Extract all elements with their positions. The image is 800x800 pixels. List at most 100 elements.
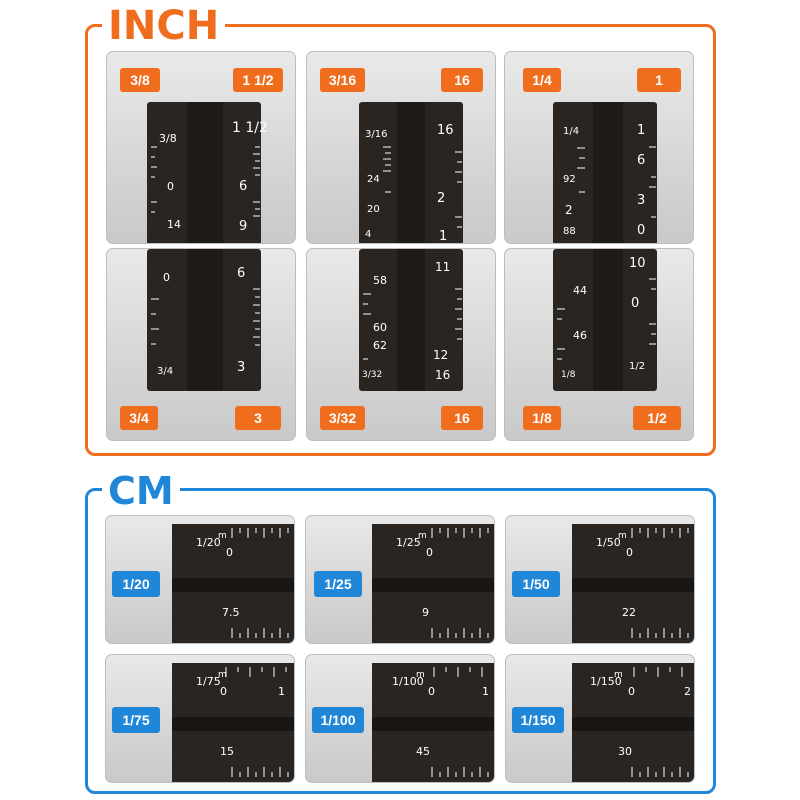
scale-ratio: 1/25 bbox=[396, 536, 421, 549]
ruler-photo: 1/25 m 0 9 bbox=[372, 524, 494, 643]
ruler-mark: 0 bbox=[167, 180, 174, 193]
scale-ratio: 1/20 bbox=[196, 536, 221, 549]
ruler-mark: 12 bbox=[433, 348, 448, 362]
cm-panel-3: 1/50 m 0 22 1/50 bbox=[505, 515, 695, 644]
ruler-mark: 2 bbox=[565, 203, 573, 217]
ruler-photo: 1/4 1 92 6 2 3 88 0 bbox=[553, 102, 657, 243]
inch-section bbox=[85, 24, 716, 456]
ruler-mark: 3/16 bbox=[365, 129, 387, 140]
scale-unit: m bbox=[218, 531, 227, 541]
scale-label-left: 1/8 bbox=[523, 406, 561, 430]
scale-number: 0 bbox=[226, 546, 233, 559]
ruler-mark: 1/2 bbox=[629, 361, 645, 372]
ruler-mark: 60 bbox=[373, 321, 387, 334]
scale-label-right: 16 bbox=[441, 68, 483, 92]
ruler-mark: 11 bbox=[435, 260, 450, 274]
scale-ratio: 1/50 bbox=[596, 536, 621, 549]
scale-number: 22 bbox=[622, 606, 636, 619]
ruler-mark: 88 bbox=[563, 226, 576, 237]
scale-unit: m bbox=[618, 531, 627, 541]
ruler-photo: 1/20 m 0 7.5 bbox=[172, 524, 294, 643]
cm-panel-2: 1/25 m 0 9 1/25 bbox=[305, 515, 495, 644]
scale-unit: m bbox=[418, 531, 427, 541]
scale-unit: m bbox=[614, 670, 623, 680]
ruler-mark: 24 bbox=[367, 174, 380, 185]
inch-panel-3: 1/4 1 92 6 2 3 88 0 1/4 1 bbox=[504, 51, 694, 244]
ruler-mark: 3 bbox=[637, 193, 645, 208]
ruler-mark: 1 bbox=[637, 123, 645, 138]
scale-label-right: 16 bbox=[441, 406, 483, 430]
cm-scale-badge: 1/75 bbox=[112, 707, 160, 733]
ruler-mark: 20 bbox=[367, 204, 380, 215]
ruler-mark: 0 bbox=[637, 223, 645, 238]
ruler-mark: 16 bbox=[437, 123, 454, 138]
ruler-mark: 2 bbox=[437, 191, 445, 206]
scale-number: 9 bbox=[422, 606, 429, 619]
ruler-mark: 9 bbox=[239, 219, 247, 234]
inch-panel-2: 3/16 16 24 20 2 4 1 3/16 16 bbox=[306, 51, 496, 244]
scale-label-left: 3/8 bbox=[120, 68, 160, 92]
cm-scale-badge: 1/20 bbox=[112, 571, 160, 597]
scale-number: 0 bbox=[428, 685, 435, 698]
scale-unit: m bbox=[218, 670, 227, 680]
ruler-mark: 6 bbox=[637, 153, 645, 168]
ruler-photo: 1/50 m 0 22 bbox=[572, 524, 694, 643]
inch-panel-1: 3/8 1 1/2 0 6 14 9 3/8 1 1/2 bbox=[106, 51, 296, 244]
ruler-mark: 16 bbox=[435, 368, 450, 382]
cm-panel-5: 1/100 m 0 1 45 1/100 bbox=[305, 654, 495, 783]
ruler-mark: 6 bbox=[239, 179, 247, 194]
cm-section bbox=[85, 488, 716, 794]
inch-panel-4: 0 6 3/4 3 3/4 3 bbox=[106, 248, 296, 441]
inch-title: INCH bbox=[102, 6, 226, 46]
ruler-photo: 1/75 m 0 1 15 bbox=[172, 663, 294, 782]
scale-number: 7.5 bbox=[222, 606, 240, 619]
scale-label-left: 3/16 bbox=[320, 68, 365, 92]
scale-unit: m bbox=[416, 670, 425, 680]
cm-panel-6: 1/150 m 0 2 30 1/150 bbox=[505, 654, 695, 783]
ruler-mark: 4 bbox=[365, 229, 371, 240]
scale-label-right: 1 1/2 bbox=[233, 68, 283, 92]
scale-number: 0 bbox=[220, 685, 227, 698]
ruler-photo: 0 6 3/4 3 bbox=[147, 249, 261, 391]
cm-panel-1: 1/20 m 0 7.5 1/20 bbox=[105, 515, 295, 644]
scale-number: 30 bbox=[618, 745, 632, 758]
cm-panel-4: 1/75 m 0 1 15 1/75 bbox=[105, 654, 295, 783]
inch-panel-6: 10 44 0 46 1/8 1/2 1/8 1/2 bbox=[504, 248, 694, 441]
ruler-mark: 1 bbox=[439, 229, 447, 244]
ruler-photo: 10 44 0 46 1/8 1/2 bbox=[553, 249, 657, 391]
ruler-photo: 58 11 60 62 3/32 12 16 bbox=[359, 249, 463, 391]
scale-label-right: 1/2 bbox=[633, 406, 681, 430]
cm-scale-badge: 1/100 bbox=[312, 707, 364, 733]
ruler-mark: 3 bbox=[237, 360, 245, 375]
scale-number: 2 bbox=[684, 685, 691, 698]
ruler-mark: 44 bbox=[573, 284, 587, 297]
ruler-mark: 1/8 bbox=[561, 370, 576, 380]
ruler-mark: 3/8 bbox=[159, 132, 177, 145]
ruler-mark: 6 bbox=[237, 266, 245, 281]
ruler-mark: 58 bbox=[373, 274, 387, 287]
scale-number: 45 bbox=[416, 745, 430, 758]
scale-number: 0 bbox=[628, 685, 635, 698]
ruler-mark: 0 bbox=[631, 296, 639, 311]
scale-number: 0 bbox=[626, 546, 633, 559]
scale-ratio: 1/100 bbox=[392, 675, 424, 688]
cm-scale-badge: 1/50 bbox=[512, 571, 560, 597]
inch-panel-5: 58 11 60 62 3/32 12 16 3/32 16 bbox=[306, 248, 496, 441]
ruler-mark: 3/32 bbox=[362, 370, 382, 380]
scale-ratio: 1/75 bbox=[196, 675, 221, 688]
scale-number: 1 bbox=[278, 685, 285, 698]
ruler-mark: 1/4 bbox=[563, 126, 579, 137]
scale-ratio: 1/150 bbox=[590, 675, 622, 688]
ruler-mark: 0 bbox=[163, 271, 170, 284]
ruler-mark: 14 bbox=[167, 218, 181, 231]
cm-scale-badge: 1/150 bbox=[512, 707, 564, 733]
ruler-mark: 62 bbox=[373, 339, 387, 352]
ruler-mark: 1 1/2 bbox=[232, 120, 268, 136]
scale-number: 1 bbox=[482, 685, 489, 698]
ruler-mark: 3/4 bbox=[157, 366, 173, 377]
scale-number: 15 bbox=[220, 745, 234, 758]
scale-label-right: 3 bbox=[235, 406, 281, 430]
ruler-photo: 3/8 1 1/2 0 6 14 9 bbox=[147, 102, 268, 243]
ruler-mark: 92 bbox=[563, 174, 576, 185]
ruler-photo: 3/16 16 24 20 2 4 1 bbox=[359, 102, 463, 244]
